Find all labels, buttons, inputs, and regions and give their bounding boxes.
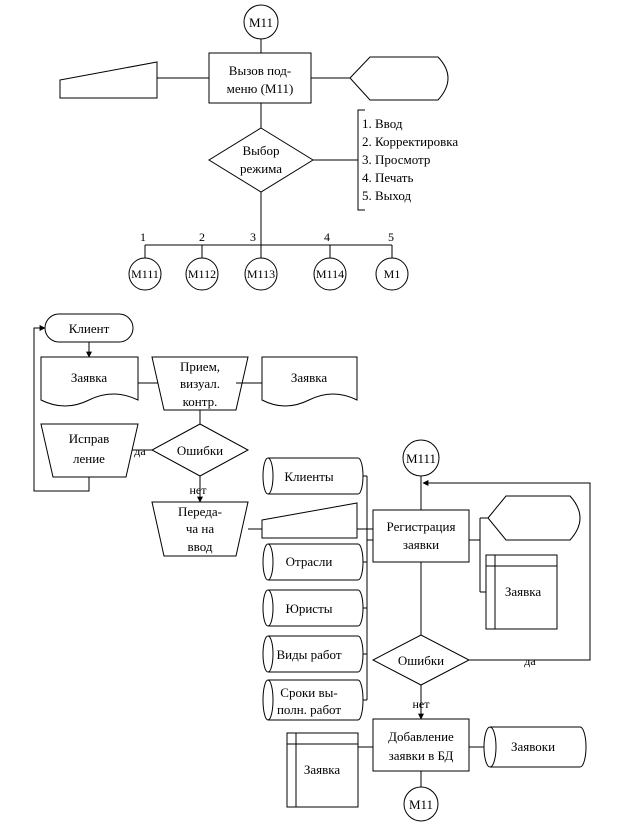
add-to-db-line1: Добавление: [388, 729, 454, 744]
add-to-db-process: Добавление заявки в БД: [372, 718, 470, 772]
registration-line2: заявки: [403, 537, 439, 552]
menu-item-1: 1. Ввод: [362, 116, 403, 131]
db-work-types: Виды работ: [262, 635, 364, 673]
branch-number-3: 3: [250, 230, 256, 244]
accept-line3: контр.: [183, 394, 218, 409]
retry-loop-arrow: [422, 480, 591, 661]
connector-m114-label: М114: [316, 267, 344, 281]
registration-process: Регистрация заявки: [372, 509, 470, 563]
transfer-manual-operation: Переда- ча на ввод: [151, 501, 249, 557]
connector-m112: М112: [185, 257, 219, 291]
intake-yes-label: да: [134, 444, 146, 458]
connector-m11-bottom: М11: [403, 786, 439, 822]
db-requests-label: Заявоки: [511, 739, 555, 754]
db-industries-label: Отрасли: [286, 554, 333, 569]
db-lawyers-label: Юристы: [285, 601, 332, 616]
reference-db-bus: [363, 475, 373, 701]
call-submenu-process: Вызов под- меню (М11): [208, 52, 312, 104]
request-screen-form: Заявка: [485, 554, 558, 630]
register-no-label: нет: [413, 697, 431, 711]
accept-line1: Прием,: [180, 359, 220, 374]
db-clients: Клиенты: [262, 457, 364, 495]
transfer-line3: ввод: [188, 539, 213, 554]
connector-m11-bottom-label: М11: [409, 797, 433, 812]
branch-number-4: 4: [324, 230, 330, 244]
branch-bus: [144, 192, 393, 258]
accept-manual-operation: Прием, визуал. контр.: [151, 356, 249, 411]
connector-m112-label: М112: [188, 267, 216, 281]
db-industries: Отрасли: [262, 543, 364, 581]
mode-select-line1: Выбор: [242, 143, 279, 158]
branch-number-2: 2: [199, 230, 205, 244]
db-deadlines-line1: Сроки вы-: [280, 685, 337, 700]
db-requests: Заявоки: [483, 726, 587, 768]
mode-select-line2: режима: [240, 161, 282, 176]
menu-item-5: 5. Выход: [362, 188, 412, 203]
db-deadlines-line2: полн. работ: [277, 702, 341, 717]
menu-item-3: 3. Просмотр: [362, 152, 430, 167]
connector-m113: М113: [244, 257, 278, 291]
display-shape-top: [349, 56, 449, 101]
request-screen-label: Заявка: [505, 584, 542, 599]
request-input-form: Заявка: [286, 732, 359, 808]
connector-m1: М1: [375, 257, 409, 291]
connector-m114: М114: [313, 257, 347, 291]
connector-m111: М111: [128, 257, 162, 291]
register-errors-decision: Ошибки: [371, 634, 471, 686]
mode-select-decision: Выбор режима: [208, 127, 314, 193]
manual-input-shape: [59, 61, 158, 99]
fix-line2: ление: [73, 451, 105, 466]
registration-display: [487, 495, 581, 541]
menu-annotation: 1. Ввод 2. Корректировка 3. Просмотр 4. …: [313, 109, 458, 211]
transfer-line1: Переда-: [178, 504, 222, 519]
request-document: Заявка: [40, 356, 139, 407]
registration-line1: Регистрация: [387, 519, 456, 534]
connector-m111-label: М111: [131, 267, 159, 281]
register-yes-label: да: [524, 654, 536, 668]
transfer-line2: ча на: [186, 521, 215, 536]
db-lawyers: Юристы: [262, 589, 364, 627]
client-terminal: Клиент: [44, 313, 134, 343]
accept-line2: визуал.: [180, 376, 220, 391]
connector-m1-label: М1: [384, 267, 401, 281]
connector-m11-top: М11: [243, 4, 279, 40]
registration-output-bus: [469, 517, 488, 593]
intake-errors-label: Ошибки: [177, 443, 223, 458]
request-document-label: Заявка: [71, 370, 108, 385]
call-submenu-line2: меню (М11): [227, 81, 294, 96]
db-deadlines: Сроки вы- полн. работ: [262, 679, 364, 721]
intake-no-label: нет: [190, 483, 208, 497]
manual-input-registration: [261, 502, 358, 539]
request-output-document: Заявка: [261, 356, 358, 407]
connector-m11-top-label: М11: [249, 15, 273, 30]
request-input-label: Заявка: [304, 762, 341, 777]
call-submenu-line1: Вызов под-: [229, 63, 291, 78]
client-label: Клиент: [69, 321, 110, 336]
menu-item-4: 4. Печать: [362, 170, 413, 185]
fix-manual-operation: Исправ ление: [40, 423, 139, 478]
request-output-label: Заявка: [291, 370, 328, 385]
connector-m111-reg-label: М111: [406, 451, 436, 466]
fix-line1: Исправ: [69, 431, 110, 446]
add-to-db-line2: заявки в БД: [389, 748, 454, 763]
intake-errors-decision: Ошибки: [150, 423, 250, 477]
db-clients-label: Клиенты: [284, 469, 334, 484]
connector-m111-reg: М111: [402, 439, 440, 477]
branch-number-5: 5: [388, 230, 394, 244]
register-errors-label: Ошибки: [398, 653, 444, 668]
db-work-types-label: Виды работ: [276, 647, 341, 662]
connector-m113-label: М113: [247, 267, 275, 281]
loop-back-arrow: [33, 325, 90, 492]
menu-item-2: 2. Корректировка: [362, 134, 458, 149]
branch-number-1: 1: [140, 230, 146, 244]
